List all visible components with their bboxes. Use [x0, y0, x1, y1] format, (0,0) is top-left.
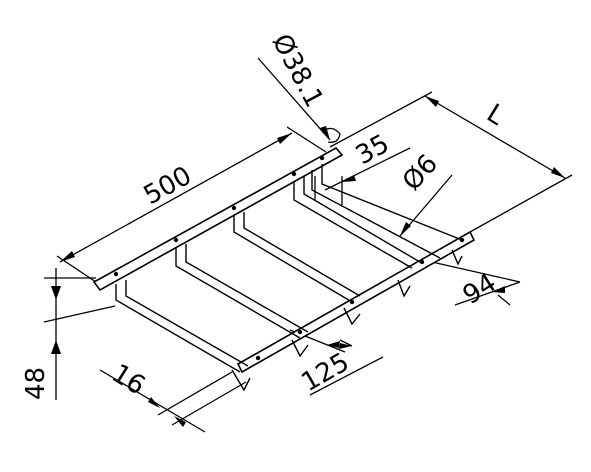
dim-wire-diameter: Ø6 [397, 149, 453, 237]
front-rail [92, 146, 344, 292]
dim-48: 48 [21, 268, 116, 400]
label-wire-diameter: Ø6 [397, 149, 444, 197]
label-125: 125 [297, 347, 355, 398]
dim-35: 35 [314, 129, 411, 205]
back-rail [236, 230, 476, 374]
label-48: 48 [21, 367, 51, 400]
label-35: 35 [351, 129, 394, 171]
wire-runners [115, 164, 463, 392]
dim-pipe-diameter: Ø38.1 [257, 29, 341, 143]
label-500: 500 [139, 161, 197, 211]
label-L: L [481, 98, 510, 131]
label-pipe-diameter: Ø38.1 [266, 29, 329, 112]
dim-16: 16 [99, 358, 247, 433]
dim-125: 125 [289, 329, 384, 398]
label-94: 94 [458, 268, 502, 311]
dim-500: 500 [56, 126, 327, 283]
dim-94: 94 [431, 261, 521, 311]
